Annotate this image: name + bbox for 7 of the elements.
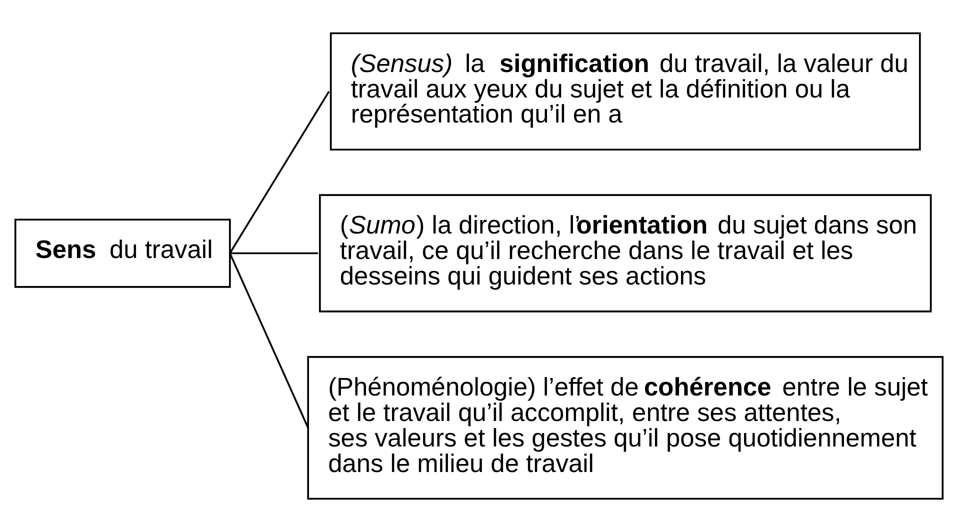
connector — [230, 252, 318, 254]
connector — [229, 252, 309, 428]
node-box: (Sensus) la signification du travail, la valeur du travail aux yeux du sujet et la définition ou la représentation qu’il en a — [330, 32, 921, 150]
node-box: Sens du travail — [14, 218, 231, 288]
node-box: (Sumo) la direction, l’orientation du sujet dans son travail, ce qu’il recherche dans le travail et les desseins qui guident ses actions — [319, 194, 932, 312]
node-box: (Phénoménologie) l’effet de cohérence entre le sujet et le travail qu’il accomplit, entre ses attentes, ses valeurs et les gestes qu’il pose quotidiennement dans le milieu de travail — [307, 356, 944, 500]
connector — [229, 90, 330, 254]
